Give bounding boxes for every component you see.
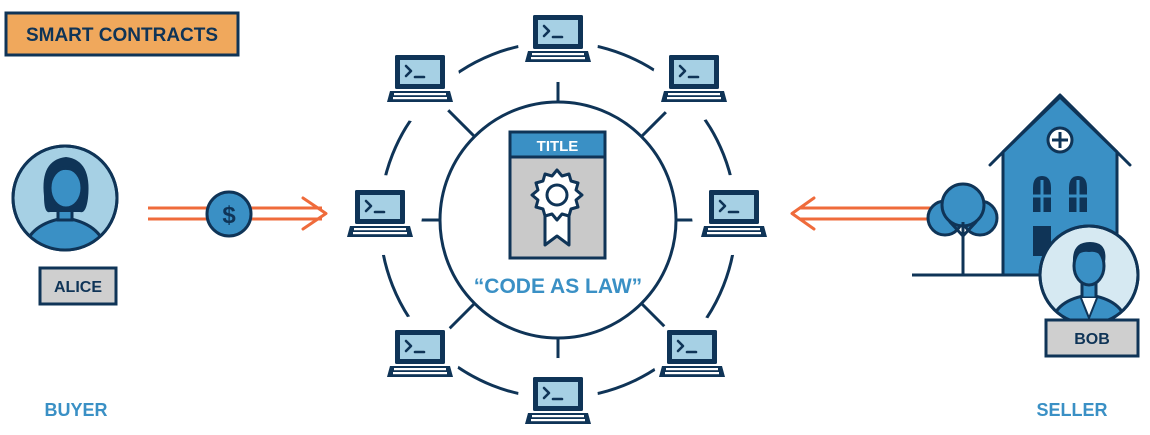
laptop-terminal-icon bbox=[652, 42, 732, 122]
laptop-terminal-icon bbox=[692, 175, 772, 255]
seller-name: BOB bbox=[1074, 331, 1110, 348]
contract-slogan: “CODE AS LAW” bbox=[474, 275, 642, 298]
buyer-avatar bbox=[11, 144, 119, 252]
buyer-name-label: ALICE bbox=[38, 266, 118, 306]
document-title: TITLE bbox=[537, 138, 579, 155]
laptop-terminal-icon bbox=[380, 315, 460, 395]
title-arrow bbox=[790, 196, 935, 231]
seller-role: SELLER bbox=[1036, 400, 1107, 420]
laptop-terminal-icon bbox=[380, 42, 460, 122]
title-badge: SMART CONTRACTS bbox=[4, 11, 240, 57]
laptop-terminal-icon bbox=[518, 358, 598, 435]
payment-arrow bbox=[148, 196, 328, 231]
dollar-coin-icon: $ bbox=[205, 190, 253, 238]
seller-name-label: BOB bbox=[1044, 318, 1140, 358]
dollar-symbol: $ bbox=[222, 202, 236, 229]
buyer-name: ALICE bbox=[54, 279, 102, 296]
laptop-terminal-icon bbox=[518, 2, 598, 82]
certificate-ribbon-icon bbox=[530, 168, 584, 247]
laptop-terminal-icon bbox=[652, 315, 732, 395]
seller-avatar bbox=[1038, 224, 1140, 326]
buyer-role: BUYER bbox=[44, 400, 107, 420]
contract-document: TITLE bbox=[508, 130, 607, 260]
network-nodes bbox=[342, 2, 772, 435]
title-badge-label: SMART CONTRACTS bbox=[26, 25, 218, 46]
laptop-terminal-icon bbox=[342, 175, 422, 255]
tree-icon bbox=[926, 182, 999, 275]
